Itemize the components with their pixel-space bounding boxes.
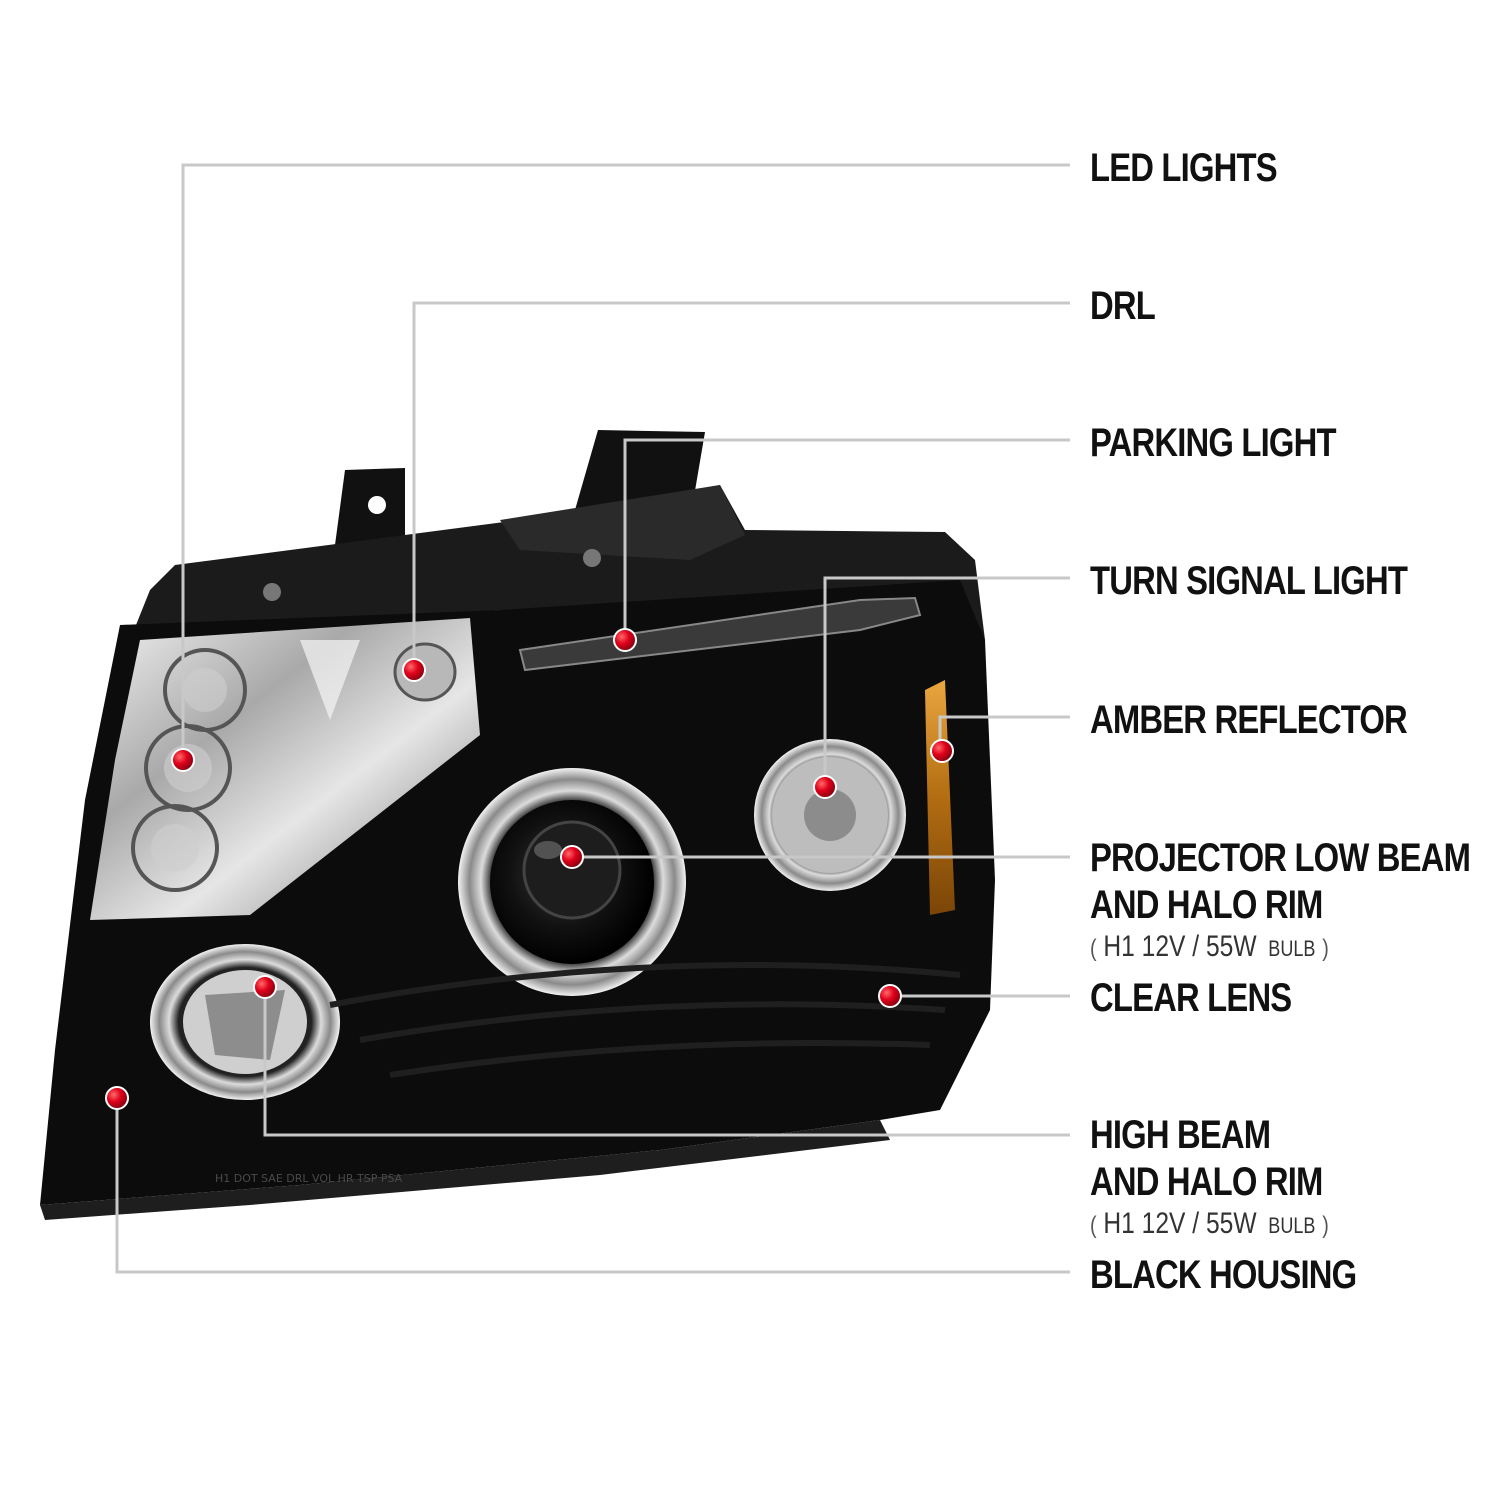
label-high-beam-line1: HIGH BEAM [1090, 1113, 1271, 1157]
label-drl: DRL [1090, 284, 1156, 328]
label-high-beam-line2: AND HALO RIM [1090, 1160, 1323, 1204]
spec-projector-bulb: ( H1 12V / 55W BULB ) [1090, 930, 1329, 963]
label-clear-lens: CLEAR LENS [1090, 976, 1292, 1020]
headlight-assembly: H1 DOT SAE DRL VOL HR TSP PSA [40, 430, 995, 1220]
leader-amber-reflector [938, 715, 1070, 750]
leader-led-lights [181, 163, 1070, 760]
marker-high-beam [253, 975, 277, 999]
label-amber-reflector: AMBER REFLECTOR [1090, 698, 1408, 742]
label-led-lights: LED LIGHTS [1090, 146, 1278, 190]
marker-drl [402, 658, 426, 682]
label-projector-line2: AND HALO RIM [1090, 883, 1323, 927]
leader-black-housing [115, 1098, 1070, 1274]
label-parking-light: PARKING LIGHT [1090, 421, 1336, 465]
label-black-housing: BLACK HOUSING [1090, 1253, 1357, 1297]
marker-amber-reflector [930, 739, 954, 763]
marker-parking-light [613, 628, 637, 652]
parking-light-strip [518, 596, 922, 672]
leader-high-beam [263, 987, 1070, 1137]
label-projector-line1: PROJECTOR LOW BEAM [1090, 836, 1471, 880]
callout-markers [105, 628, 954, 1110]
marker-turn-signal [813, 775, 837, 799]
label-turn-signal-light: TURN SIGNAL LIGHT [1090, 559, 1408, 603]
leader-drl [412, 301, 1070, 670]
leader-lines [115, 163, 1070, 1274]
marker-projector [560, 845, 584, 869]
leader-parking-light [623, 438, 1070, 640]
spec-high-beam-bulb: ( H1 12V / 55W BULB ) [1090, 1207, 1329, 1240]
housing-markings: H1 DOT SAE DRL VOL HR TSP PSA [215, 1172, 403, 1185]
marker-clear-lens [878, 984, 902, 1008]
marker-led-lights [171, 748, 195, 772]
leader-turn-signal [823, 576, 1070, 787]
marker-black-housing [105, 1086, 129, 1110]
